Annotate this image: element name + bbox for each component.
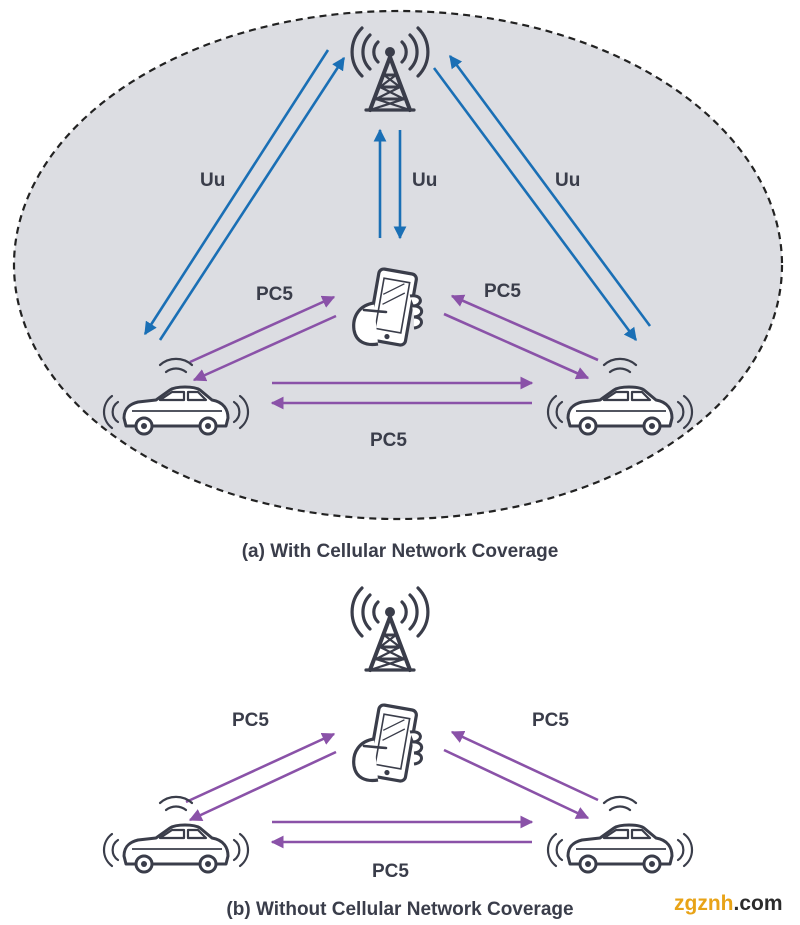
uu-arrow-right-down	[432, 67, 638, 342]
label-pc5-left: PC5	[232, 710, 269, 731]
label-pc5-bottom: PC5	[370, 430, 407, 451]
watermark-name: zgznh	[674, 892, 733, 915]
cell-tower-icon	[350, 586, 430, 672]
label-pc5-bottom: PC5	[372, 861, 409, 882]
caption-b: (b) Without Cellular Network Coverage	[226, 899, 573, 920]
label-pc5-right: PC5	[484, 281, 521, 302]
panel-a: Uu Uu Uu PC5 PC5 PC5 (a) With Cellular N…	[12, 9, 784, 562]
pc5-arrow-car-right-to-phone	[450, 730, 599, 802]
connected-car-icon	[102, 795, 250, 874]
pc5-arrow-phone-to-car	[188, 750, 337, 822]
pc5-arrow-car-to-phone	[185, 732, 336, 804]
watermark: zgznh.com	[664, 886, 800, 918]
coverage-area	[12, 9, 784, 521]
label-uu-right: Uu	[555, 170, 580, 191]
panel-b: PC5 PC5 PC5 (b) Without Cellular Network…	[102, 586, 694, 920]
label-pc5-right: PC5	[532, 710, 569, 731]
pc5-arrow-phone-to-car-right	[443, 748, 590, 820]
watermark-background	[664, 886, 800, 918]
smartphone-hand-icon	[352, 702, 424, 784]
uu-arrow-right-up	[448, 54, 652, 327]
pc5-arrow-car-to-phone	[189, 295, 336, 364]
pc5-arrow-car-right-to-phone	[450, 294, 599, 362]
label-uu-center: Uu	[412, 170, 437, 191]
pc5-arrow-phone-to-car-right	[443, 312, 590, 380]
watermark-text: zgznh.com	[674, 892, 783, 915]
caption-a: (a) With Cellular Network Coverage	[242, 541, 559, 562]
pc5-arrow-phone-to-car	[192, 314, 337, 382]
label-uu-left: Uu	[200, 170, 225, 191]
pc5-links-b	[185, 730, 599, 849]
uu-arrow-left-down	[143, 49, 330, 336]
uu-arrow-left-up	[158, 56, 346, 341]
watermark-suffix: .com	[733, 892, 782, 915]
uu-links	[143, 49, 652, 342]
label-pc5-left: PC5	[256, 284, 293, 305]
pc5-links-a	[189, 294, 599, 410]
